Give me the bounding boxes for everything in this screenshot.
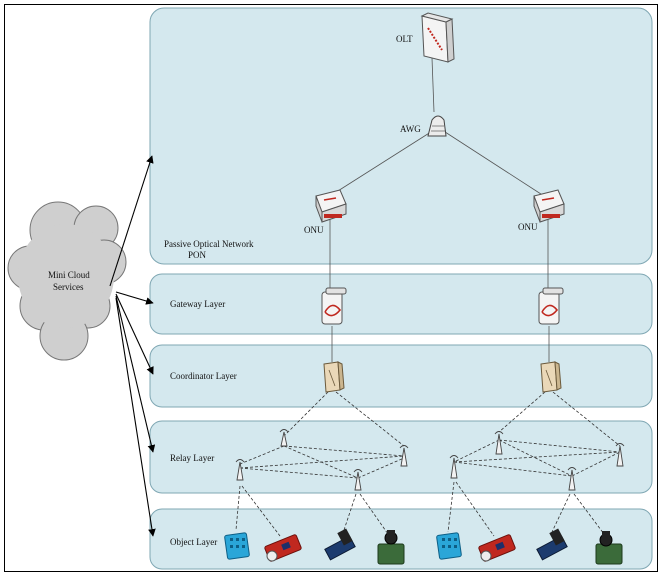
coordinator-right-icon [540,361,562,393]
sensor-board-green-right-icon [595,531,623,565]
cloud-label-line1: Mini Cloud [48,270,90,280]
relay-antenna-icon [353,469,363,491]
arrow-to-coordinator [115,293,154,375]
onu-right-label: ONU [518,222,538,232]
sensor-board-green-left-icon [377,530,405,565]
arrow-to-relay [115,295,156,453]
coordinator-left-icon [323,361,345,393]
cloud-label-line2: Services [53,282,84,292]
gateway-left-icon [321,287,347,325]
relay-nodes [235,429,625,491]
gateway-right-icon [538,287,564,325]
wireless-links [235,391,621,537]
olt-icon [420,12,455,63]
awg-icon [427,115,447,137]
object-layer-label: Object Layer [170,537,217,547]
arrow-to-gateway [115,291,154,305]
relay-antenna-icon [494,431,504,455]
relay-layer-label: Relay Layer [170,453,214,463]
relay-antenna-icon [567,467,577,491]
sensor-tracker-left-icon [324,528,356,561]
relay-antenna-icon [449,455,459,479]
relay-antenna-icon [279,429,289,447]
olt-label: OLT [396,34,413,44]
arrow-to-object [115,297,156,537]
sensor-tracker-right-icon [536,528,568,561]
arrow-to-pon [109,155,154,287]
onu-left-icon [315,189,347,223]
onu-left-label: ONU [304,225,324,235]
awg-label: AWG [400,124,421,134]
relay-antenna-icon [399,445,409,467]
mini-cloud-icon [7,201,127,361]
onu-right-icon [533,189,565,223]
gateway-layer [149,273,653,335]
coordinator-layer-label: Coordinator Layer [170,371,237,381]
sensor-dht-left-icon [224,532,250,560]
sensor-module-red-left-icon [264,534,302,562]
relay-layer [149,420,653,494]
pon-subtitle: PON [188,250,207,260]
sensor-module-red-right-icon [478,534,516,562]
pon-title: Passive Optical Network [164,239,254,249]
coordinator-layer [149,344,653,408]
relay-antenna-icon [235,459,245,481]
pon-layer [149,7,653,265]
sensor-dht-right-icon [436,532,462,560]
gateway-layer-label: Gateway Layer [170,299,225,309]
fiber-links [329,57,550,362]
cloud-arrows [109,155,156,537]
relay-antenna-icon [615,443,625,467]
